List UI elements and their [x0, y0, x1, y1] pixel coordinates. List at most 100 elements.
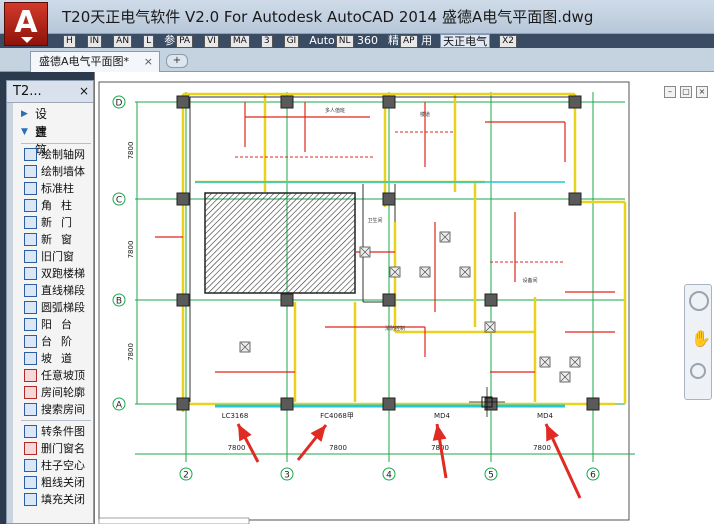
axis-label-row: B	[116, 297, 122, 307]
ribbon-tab-0[interactable]: H	[60, 34, 78, 48]
sheet-border	[98, 81, 630, 521]
axis-bubble-row	[112, 293, 126, 307]
viewport-minimize-button[interactable]: –	[664, 86, 676, 98]
structural-column	[382, 397, 396, 411]
corner-column-icon	[24, 199, 37, 212]
keytip-badge: NL	[335, 35, 354, 48]
palette-item[interactable]: 角柱	[13, 197, 93, 214]
palette-item-label: 双跑楼梯	[41, 267, 85, 280]
ribbon-tab-11[interactable]: 天正电气	[440, 34, 491, 48]
palette-item[interactable]: 双跑楼梯	[13, 265, 93, 282]
palette-item[interactable]: 坡道	[13, 350, 93, 367]
dimension-label-bottom: 7800	[533, 444, 551, 452]
hollow-column-icon	[24, 459, 37, 472]
palette-item[interactable]: 标准柱	[13, 180, 93, 197]
palette-item-label: 绘制墙体	[41, 165, 85, 178]
palette-group-1[interactable]: ▼建筑	[13, 123, 93, 157]
palette-item[interactable]: 圆弧梯段	[13, 299, 93, 316]
structural-column	[176, 95, 190, 109]
palette-header[interactable]: T2... ×	[7, 81, 93, 103]
palette-item[interactable]: 旧门窗	[13, 248, 93, 265]
ribbon-tab-label: 精	[388, 34, 399, 47]
zoom-icon[interactable]	[690, 363, 706, 379]
door-label: MD4	[537, 412, 553, 420]
structural-column	[382, 192, 396, 206]
palette-item[interactable]: 台阶	[13, 333, 93, 350]
palette-group-label: 设置	[35, 107, 74, 139]
room-label: 设备间	[522, 277, 537, 284]
application-menu-button[interactable]: A	[4, 2, 48, 46]
palette-scrollbar[interactable]	[7, 103, 13, 523]
room-label: 楼道	[420, 111, 430, 118]
keytip-badge: MA	[229, 35, 250, 48]
close-tab-icon[interactable]: ×	[143, 55, 153, 68]
document-tab-label: 盛德A电气平面图*	[39, 55, 130, 68]
palette-item[interactable]: 绘制墙体	[13, 163, 93, 180]
palette-item-label: 阳台	[41, 318, 81, 331]
dimension-label-left: 7800	[127, 343, 135, 361]
ribbon-tab-label: 参	[164, 34, 176, 47]
structural-column	[280, 293, 294, 307]
structural-column	[280, 397, 294, 411]
document-tab[interactable]: 盛德A电气平面图* ×	[30, 51, 160, 72]
axis-label-row: D	[116, 99, 123, 109]
fixture-cross	[440, 232, 450, 242]
palette-item-label: 新门	[41, 216, 81, 229]
palette-item[interactable]: 柱子空心	[13, 457, 93, 474]
palette-item[interactable]: 新窗	[13, 231, 93, 248]
palette-item-label: 填充关闭	[41, 493, 85, 506]
palette-item[interactable]: 房间轮廓	[13, 384, 93, 401]
ribbon-tab-5[interactable]: VI	[201, 34, 221, 48]
palette-item-label: 粗线关闭	[41, 476, 85, 489]
steering-wheel-icon[interactable]	[689, 291, 709, 311]
palette-item[interactable]: 转条件图	[13, 423, 93, 440]
viewport-window-controls: – ▢ ×	[664, 86, 708, 98]
palette-item[interactable]: 绘制轴网	[13, 146, 93, 163]
dimension-label-left: 7800	[127, 142, 135, 160]
palette-item[interactable]: 搜索房间	[13, 401, 93, 418]
viewport-close-button[interactable]: ×	[696, 86, 708, 98]
palette-item[interactable]: 直线梯段	[13, 282, 93, 299]
viewport-restore-button[interactable]: ▢	[680, 86, 692, 98]
axis-bubble-col	[484, 467, 498, 481]
ribbon-tab-3[interactable]: L	[140, 34, 156, 48]
keytip-badge: GI	[283, 35, 300, 48]
fixture-cross	[390, 267, 400, 277]
palette-close-icon[interactable]: ×	[78, 84, 89, 98]
ribbon-tab-12[interactable]: X2	[496, 34, 519, 48]
room-label: 消防控制	[385, 325, 405, 332]
door-label: MD4	[434, 412, 450, 420]
autocad-logo-icon: A	[14, 5, 38, 40]
fixture-cross	[560, 372, 570, 382]
palette-group-0[interactable]: ▶设置	[13, 105, 93, 139]
pan-hand-icon[interactable]: ✋	[691, 329, 711, 348]
palette-item[interactable]: 填充关闭	[13, 491, 93, 508]
new-tab-button[interactable]: +	[166, 54, 188, 68]
ribbon-tab-1[interactable]: IN	[84, 34, 104, 48]
ribbon-tab-8[interactable]: GI	[281, 34, 302, 48]
palette-item[interactable]: 新门	[13, 214, 93, 231]
file-title: 盛德A电气平面图.dwg	[442, 8, 594, 26]
axis-bubble-row	[112, 192, 126, 206]
door-icon	[24, 216, 37, 229]
palette-item[interactable]: 删门窗名	[13, 440, 93, 457]
palette-item[interactable]: 任意坡顶	[13, 367, 93, 384]
ribbon-tab-label: Auto	[309, 34, 335, 47]
palette-item[interactable]: 粗线关闭	[13, 474, 93, 491]
fixture-cross	[420, 267, 430, 277]
navigation-bar: ✋	[684, 284, 712, 400]
axis-label-row: C	[116, 196, 122, 206]
balcony-icon	[24, 318, 37, 331]
palette-item-label: 搜索房间	[41, 403, 85, 416]
palette-item[interactable]: 阳台	[13, 316, 93, 333]
palette-item-label: 直线梯段	[41, 284, 85, 297]
ribbon-tab-6[interactable]: MA	[227, 34, 252, 48]
axis-bubble-col	[586, 467, 600, 481]
ribbon-tab-7[interactable]: 3	[258, 34, 275, 48]
ribbon-tab-2[interactable]: AN	[110, 34, 134, 48]
